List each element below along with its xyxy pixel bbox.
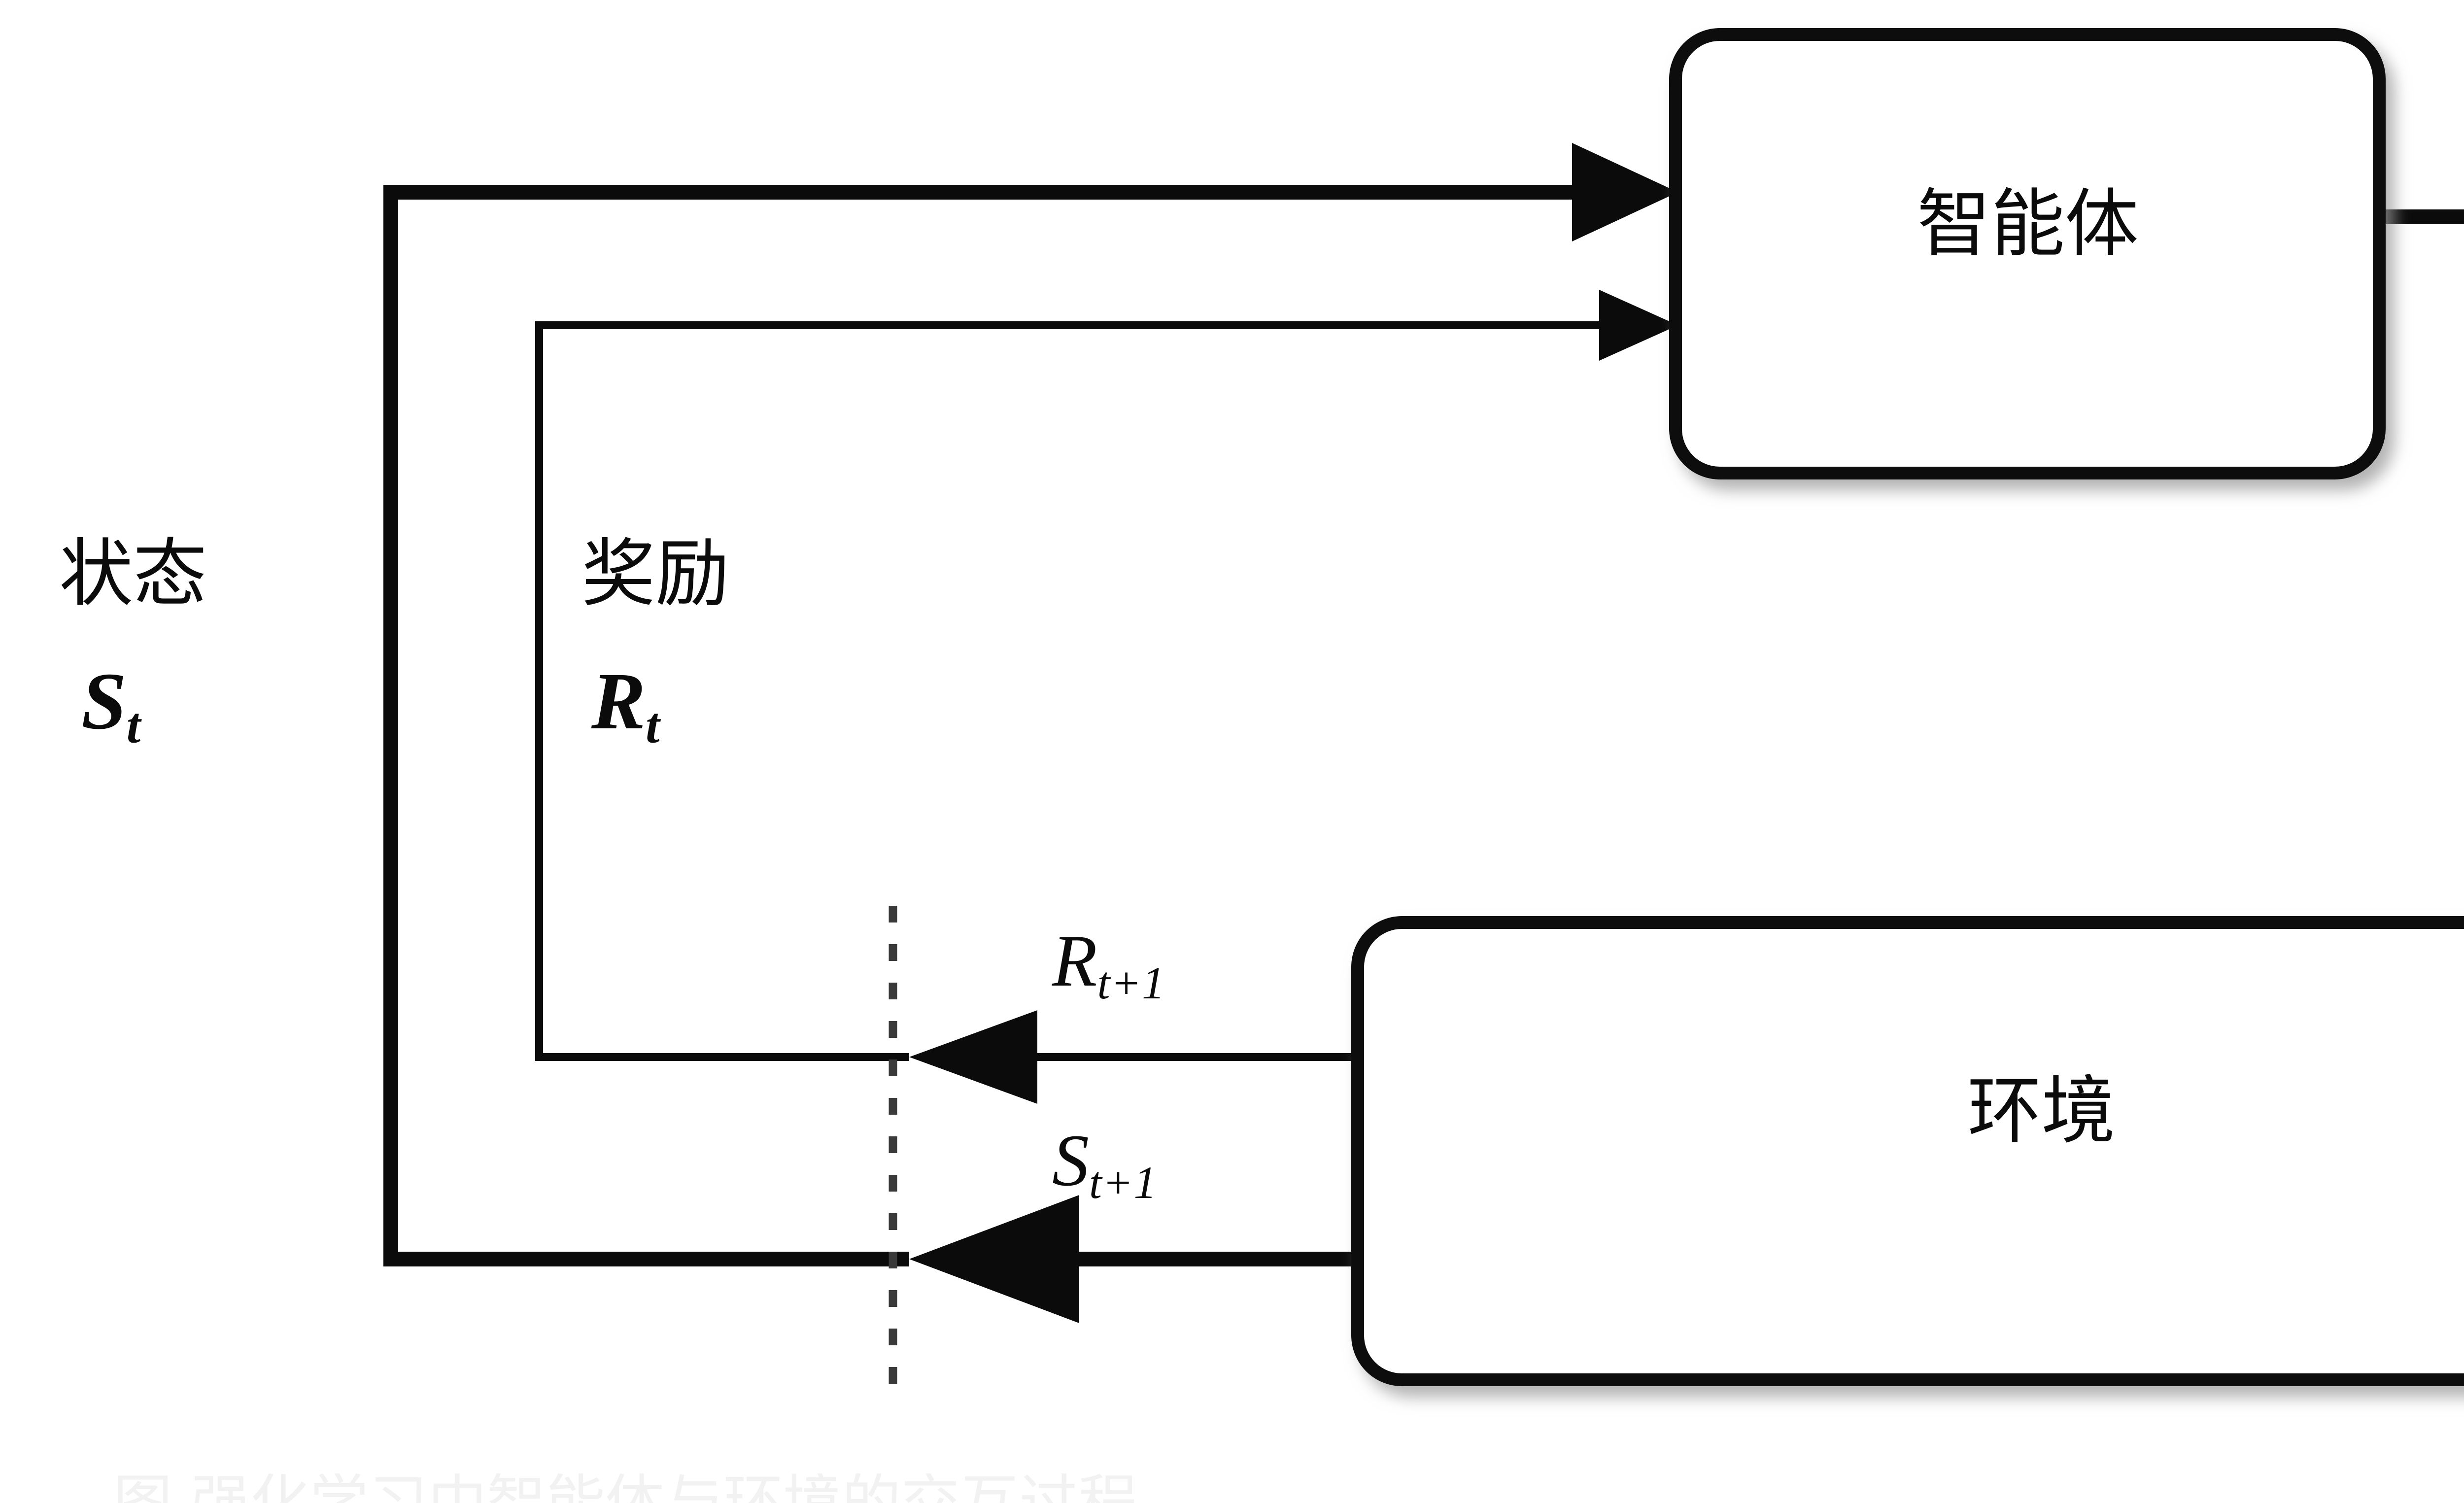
environment-node-box[interactable] (1351, 916, 2464, 1386)
state-label: 状态 (59, 531, 207, 617)
agent-node-label: 智能体 (1916, 181, 2139, 267)
state-feedback-line (383, 185, 1621, 1266)
reward-next-symbol: Rt+1 (1052, 924, 1165, 1006)
reward-next-base: R (1052, 920, 1097, 1002)
reward-next-subscript: t+1 (1097, 958, 1165, 1009)
state-next-base: S (1052, 1120, 1089, 1201)
state-next-subscript: t+1 (1089, 1158, 1157, 1209)
figure-caption: 图 强化学习中智能体与环境的交互过程 (113, 1473, 1789, 1503)
reward-feedback-line (535, 321, 1626, 1061)
state-symbol: St (81, 660, 141, 752)
reward-symbol-subscript: t (646, 698, 660, 754)
state-symbol-subscript: t (126, 698, 141, 754)
reward-symbol: Rt (591, 660, 660, 752)
state-symbol-base: S (81, 656, 127, 746)
state-arrowhead-icon (1572, 143, 1678, 241)
environment-node-label: 环境 (1967, 1068, 2116, 1154)
state-next-symbol: St+1 (1052, 1124, 1157, 1206)
agent-node-box[interactable] (1669, 28, 2386, 479)
reward-arrowhead-icon (1599, 290, 1678, 361)
reward-label: 奖励 (582, 531, 730, 617)
state-emission-arrowhead-icon (909, 1195, 1079, 1323)
reward-symbol-base: R (591, 656, 646, 746)
reward-emission-arrowhead-icon (909, 1010, 1037, 1104)
